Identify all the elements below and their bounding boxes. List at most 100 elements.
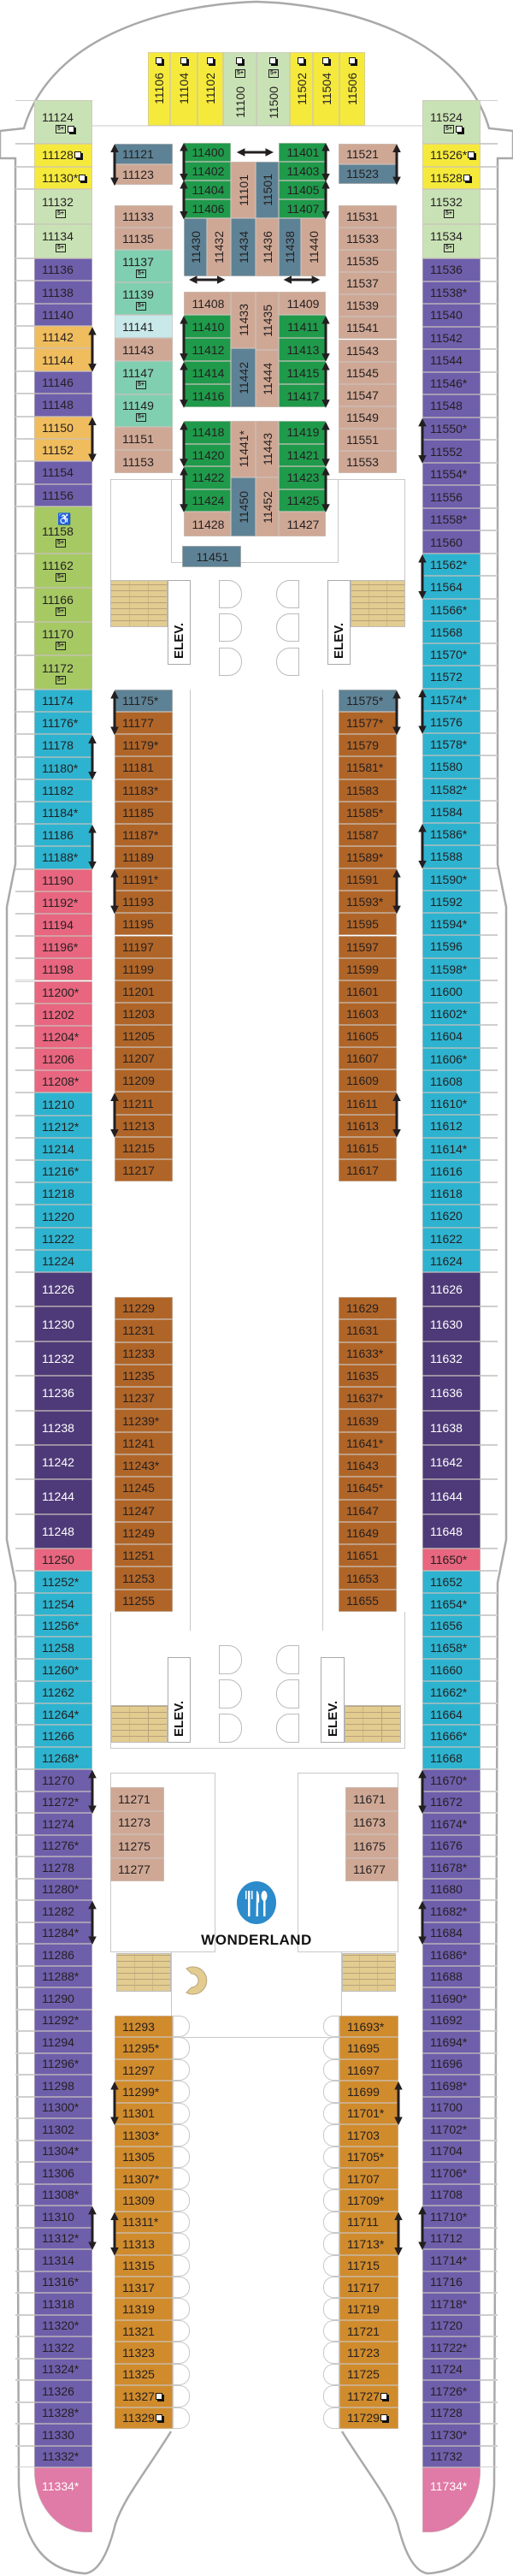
cabin-11415[interactable]: 11415 bbox=[279, 361, 326, 384]
cabin-11671[interactable]: 11671 bbox=[345, 1787, 398, 1811]
cabin-11232[interactable]: 11232 bbox=[34, 1341, 92, 1377]
cabin-11709[interactable]: 11709* bbox=[339, 2189, 398, 2212]
cabin-11639[interactable]: 11639 bbox=[339, 1409, 397, 1432]
cabin-11678[interactable]: 11678* bbox=[422, 1856, 481, 1879]
cabin-11214[interactable]: 11214 bbox=[34, 1137, 92, 1161]
cabin-11226[interactable]: 11226 bbox=[34, 1272, 92, 1307]
cabin-11272[interactable]: 11272* bbox=[34, 1791, 92, 1813]
cabin-11400[interactable]: 11400 bbox=[184, 143, 231, 162]
cabin-11183[interactable]: 11183* bbox=[115, 779, 173, 802]
cabin-11230[interactable]: 11230 bbox=[34, 1306, 92, 1341]
cabin-11556[interactable]: 11556 bbox=[422, 485, 481, 508]
cabin-11233[interactable]: 11233 bbox=[115, 1341, 173, 1365]
cabin-11101[interactable]: 11101 bbox=[231, 162, 256, 218]
cabin-11651[interactable]: 11651 bbox=[339, 1544, 397, 1567]
cabin-11714[interactable]: 11714* bbox=[422, 2249, 481, 2271]
cabin-11102[interactable]: 11102 bbox=[198, 52, 223, 126]
cabin-11584[interactable]: 11584 bbox=[422, 800, 481, 823]
cabin-11613[interactable]: 11613 bbox=[339, 1114, 397, 1137]
cabin-11653[interactable]: 11653 bbox=[339, 1566, 397, 1590]
cabin-11633[interactable]: 11633* bbox=[339, 1341, 397, 1365]
cabin-11699[interactable]: 11699 bbox=[339, 2081, 398, 2103]
cabin-11649[interactable]: 11649 bbox=[339, 1521, 397, 1545]
cabin-11416[interactable]: 11416 bbox=[184, 384, 231, 407]
cabin-11217[interactable]: 11217 bbox=[115, 1158, 173, 1181]
cabin-11150[interactable]: 11150 bbox=[34, 416, 92, 439]
cabin-11726[interactable]: 11726* bbox=[422, 2380, 481, 2402]
cabin-11288[interactable]: 11288* bbox=[34, 1965, 92, 1987]
cabin-11672[interactable]: 11672 bbox=[422, 1791, 481, 1813]
cabin-11579[interactable]: 11579 bbox=[339, 734, 397, 757]
cabin-11601[interactable]: 11601 bbox=[339, 980, 397, 1003]
cabin-11538[interactable]: 11538* bbox=[422, 281, 481, 305]
cabin-11450[interactable]: 11450 bbox=[231, 477, 256, 536]
cabin-11585[interactable]: 11585* bbox=[339, 801, 397, 824]
cabin-11414[interactable]: 11414 bbox=[184, 361, 231, 384]
cabin-11253[interactable]: 11253 bbox=[115, 1566, 173, 1590]
cabin-11728[interactable]: 11728 bbox=[422, 2401, 481, 2424]
cabin-11327[interactable]: 11327 bbox=[115, 2385, 173, 2407]
cabin-11311[interactable]: 11311* bbox=[115, 2211, 173, 2234]
cabin-11208[interactable]: 11208* bbox=[34, 1070, 92, 1093]
cabin-11286[interactable]: 11286 bbox=[34, 1944, 92, 1966]
cabin-11526[interactable]: 11526* bbox=[422, 144, 481, 167]
cabin-11506[interactable]: 11506 bbox=[339, 52, 365, 126]
cabin-11614[interactable]: 11614* bbox=[422, 1137, 481, 1160]
cabin-11599[interactable]: 11599 bbox=[339, 957, 397, 980]
cabin-11554[interactable]: 11554* bbox=[422, 462, 481, 486]
cabin-11196[interactable]: 11196* bbox=[34, 936, 92, 959]
cabin-11314[interactable]: 11314 bbox=[34, 2249, 92, 2271]
cabin-11609[interactable]: 11609 bbox=[339, 1069, 397, 1093]
cabin-11262[interactable]: 11262 bbox=[34, 1680, 92, 1703]
cabin-11220[interactable]: 11220 bbox=[34, 1205, 92, 1228]
cabin-11642[interactable]: 11642 bbox=[422, 1444, 481, 1480]
cabin-11142[interactable]: 11142 bbox=[34, 326, 92, 349]
cabin-11528[interactable]: 11528 bbox=[422, 166, 481, 189]
cabin-11256[interactable]: 11256* bbox=[34, 1614, 92, 1637]
cabin-11586[interactable]: 11586* bbox=[422, 823, 481, 846]
cabin-11318[interactable]: 11318 bbox=[34, 2293, 92, 2315]
cabin-11212[interactable]: 11212* bbox=[34, 1115, 92, 1138]
cabin-11718[interactable]: 11718* bbox=[422, 2293, 481, 2315]
cabin-11575[interactable]: 11575* bbox=[339, 690, 397, 713]
cabin-11244[interactable]: 11244 bbox=[34, 1479, 92, 1514]
cabin-11329[interactable]: 11329 bbox=[115, 2407, 173, 2429]
cabin-11324[interactable]: 11324* bbox=[34, 2358, 92, 2380]
cabin-11716[interactable]: 11716 bbox=[422, 2271, 481, 2293]
cabin-11645[interactable]: 11645* bbox=[339, 1477, 397, 1500]
cabin-11721[interactable]: 11721 bbox=[339, 2319, 398, 2342]
cabin-11546[interactable]: 11546* bbox=[422, 371, 481, 395]
cabin-11542[interactable]: 11542 bbox=[422, 326, 481, 350]
cabin-11582[interactable]: 11582* bbox=[422, 778, 481, 801]
cabin-11698[interactable]: 11698* bbox=[422, 2075, 481, 2097]
cabin-11680[interactable]: 11680 bbox=[422, 1878, 481, 1900]
cabin-11320[interactable]: 11320* bbox=[34, 2314, 92, 2336]
cabin-11670[interactable]: 11670* bbox=[422, 1769, 481, 1791]
cabin-11588[interactable]: 11588 bbox=[422, 845, 481, 868]
cabin-11631[interactable]: 11631 bbox=[339, 1319, 397, 1342]
cabin-11643[interactable]: 11643 bbox=[339, 1454, 397, 1477]
cabin-11595[interactable]: 11595 bbox=[339, 913, 397, 936]
cabin-11418[interactable]: 11418 bbox=[184, 421, 231, 444]
cabin-11723[interactable]: 11723 bbox=[339, 2342, 398, 2364]
cabin-11239[interactable]: 11239* bbox=[115, 1409, 173, 1432]
cabin-11641[interactable]: 11641* bbox=[339, 1431, 397, 1454]
cabin-11684[interactable]: 11684 bbox=[422, 1922, 481, 1944]
cabin-11580[interactable]: 11580 bbox=[422, 755, 481, 779]
cabin-11178[interactable]: 11178 bbox=[34, 734, 92, 757]
cabin-11597[interactable]: 11597 bbox=[339, 935, 397, 958]
cabin-11328[interactable]: 11328* bbox=[34, 2401, 92, 2424]
cabin-11306[interactable]: 11306 bbox=[34, 2162, 92, 2184]
cabin-11500[interactable]: 5+11500 bbox=[256, 52, 290, 126]
cabin-11248[interactable]: 11248 bbox=[34, 1513, 92, 1549]
cabin-11271[interactable]: 11271 bbox=[110, 1787, 164, 1811]
cabin-11325[interactable]: 11325 bbox=[115, 2363, 173, 2386]
cabin-11570[interactable]: 11570* bbox=[422, 643, 481, 666]
cabin-11701[interactable]: 11701* bbox=[339, 2102, 398, 2125]
cabin-11184[interactable]: 11184* bbox=[34, 801, 92, 825]
cabin-11688[interactable]: 11688 bbox=[422, 1965, 481, 1987]
cabin-11615[interactable]: 11615 bbox=[339, 1136, 397, 1159]
